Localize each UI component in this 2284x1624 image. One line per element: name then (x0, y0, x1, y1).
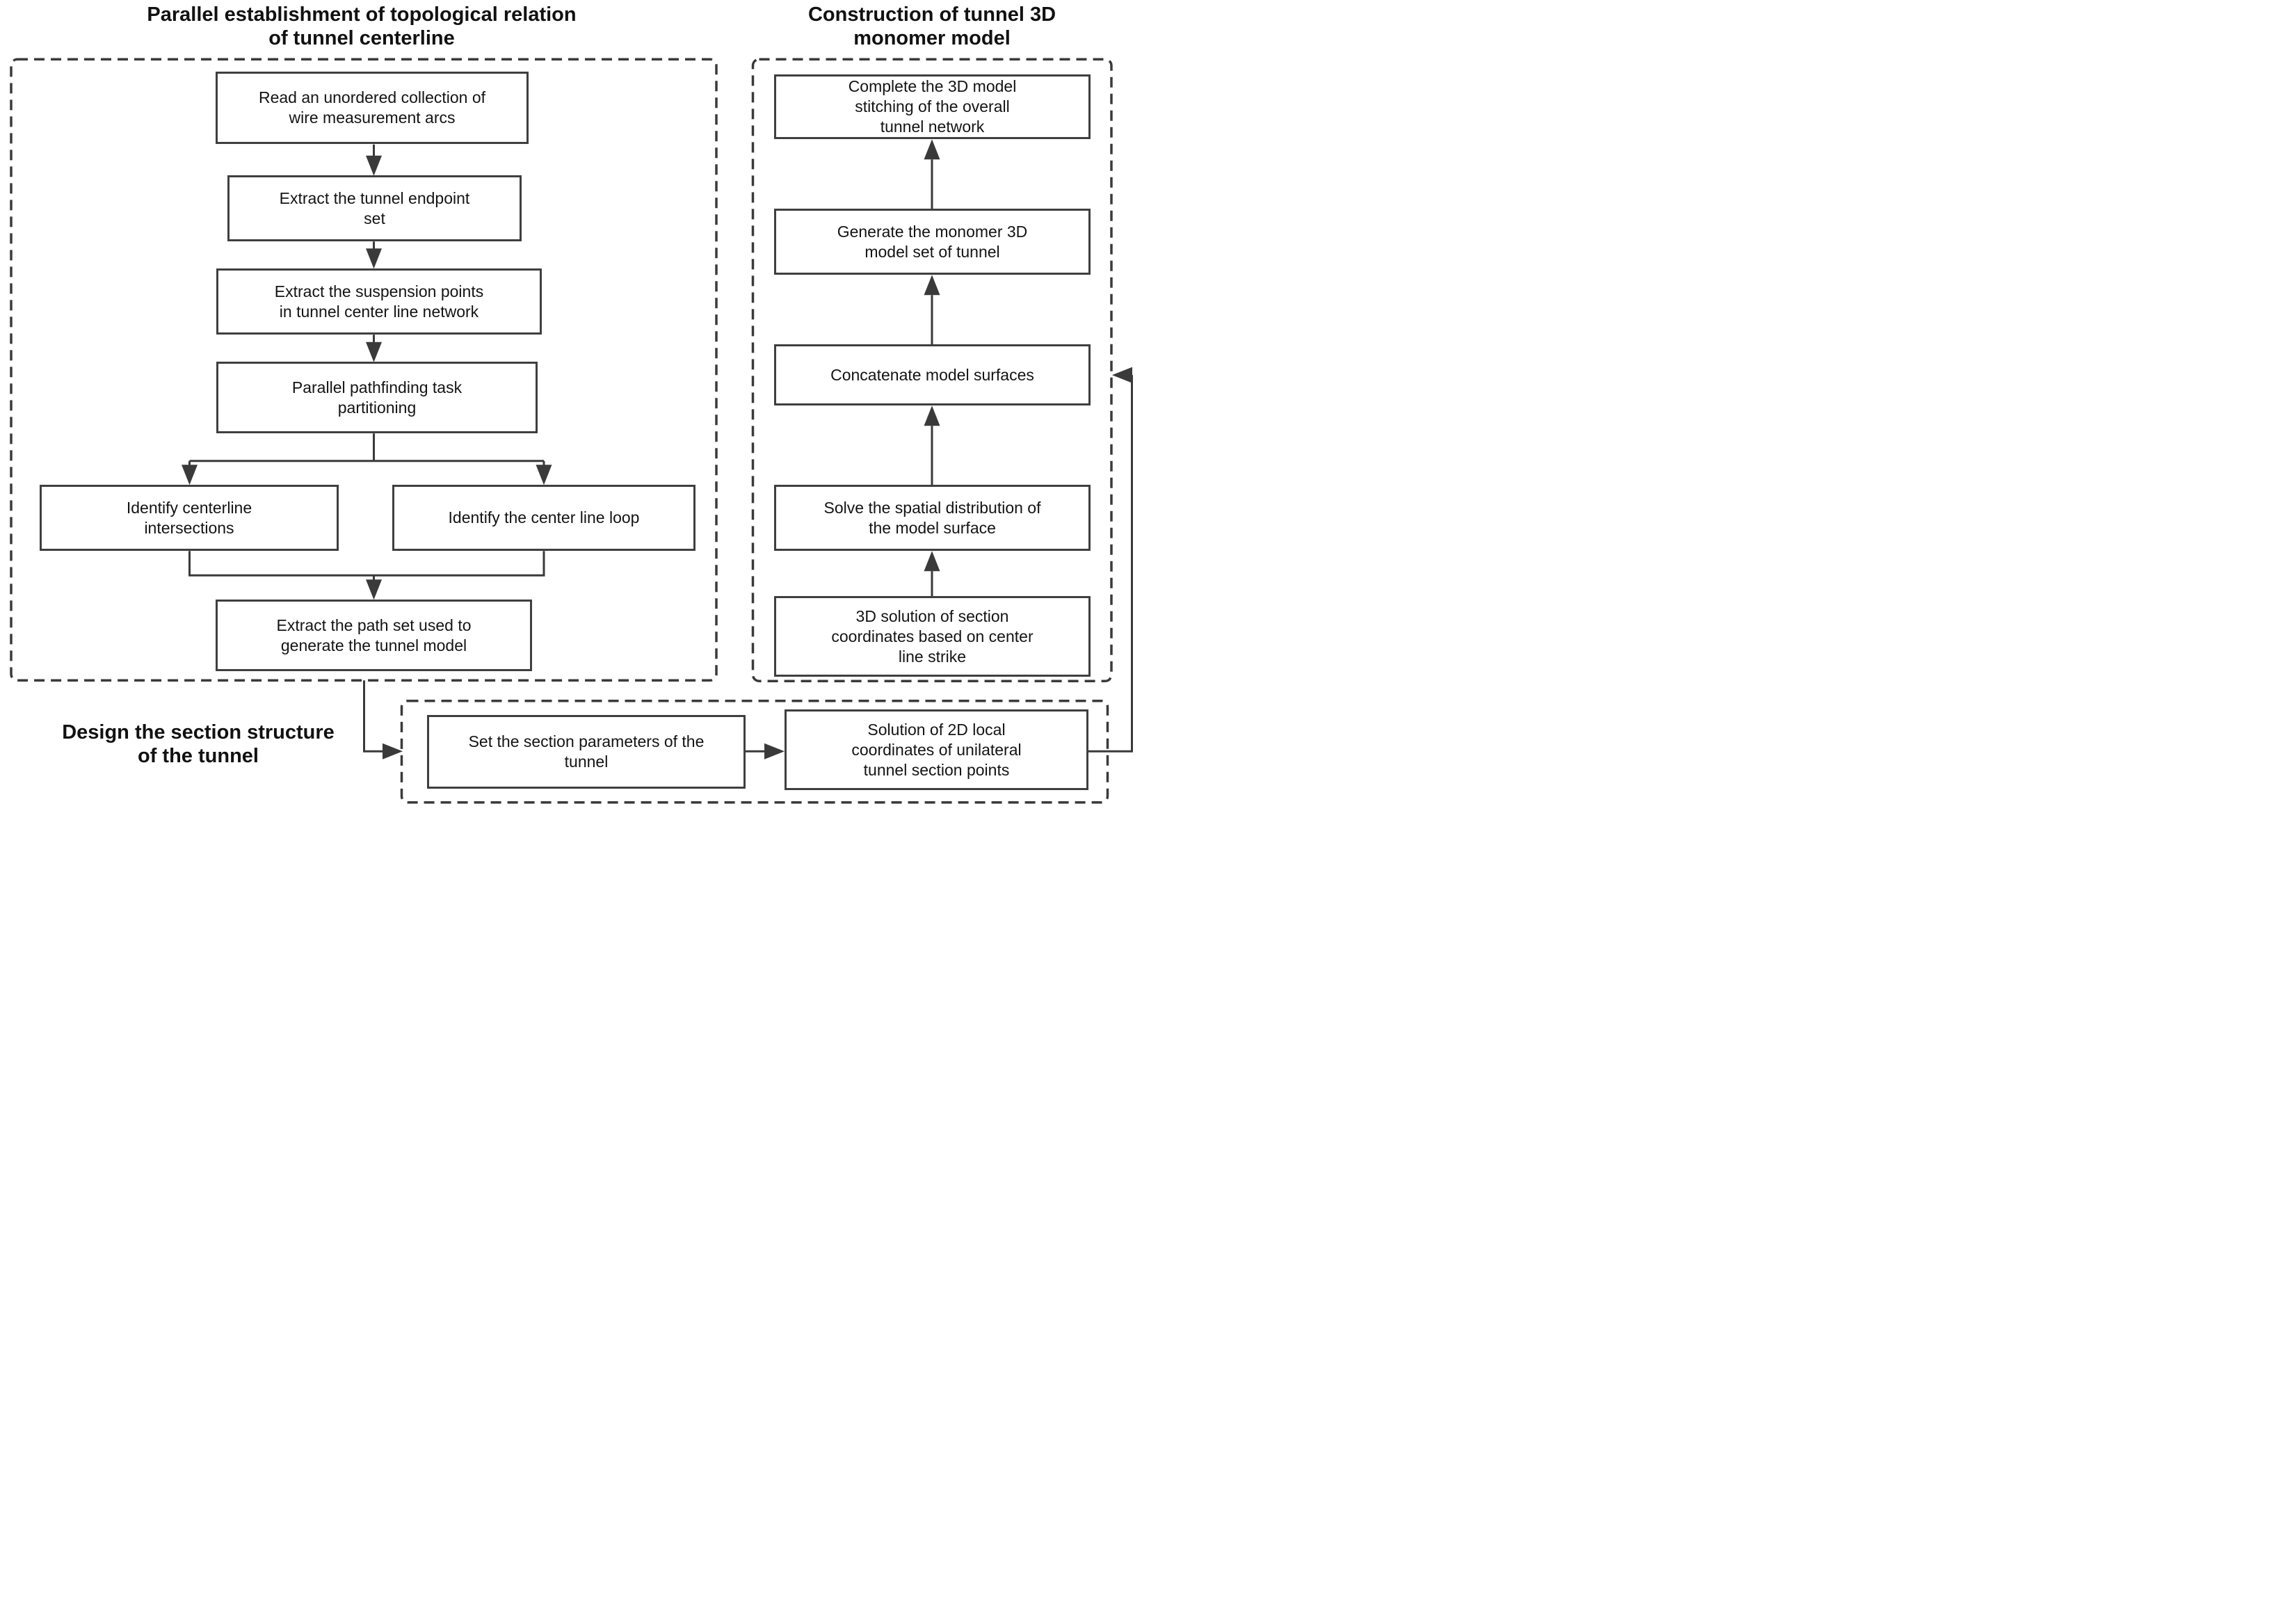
arrow-head-down-icon (182, 465, 198, 485)
box-parallel-task-partitioning: Parallel pathfinding task partitioning (216, 362, 538, 433)
box-label: Extract the tunnel endpoint set (279, 188, 470, 227)
box-label: Read an unordered collection of wire mea… (258, 88, 486, 127)
arrow-head-down-icon (366, 155, 382, 176)
arrow-head-right-icon (383, 743, 403, 759)
arrow-head-down-icon (366, 579, 382, 600)
title-line: of tunnel centerline (268, 27, 455, 49)
box-label: Complete the 3D model stitching of the o… (848, 77, 1017, 136)
arrow-head-up-icon (924, 275, 940, 296)
arrow-head-up-icon (924, 405, 940, 426)
title-line: monomer model (853, 27, 1011, 49)
box-label: Generate the monomer 3D model set of tun… (837, 222, 1028, 261)
arrow-concatenate-to-monomer (924, 275, 940, 345)
arrow-endpoint-to-suspension (366, 241, 382, 269)
arrow-read-to-endpoint (366, 144, 382, 176)
box-identify-centerline-intersections: Identify centerline intersections (40, 485, 339, 551)
box-extract-endpoint-set: Extract the tunnel endpoint set (227, 175, 522, 241)
connector-layer (10, 58, 1133, 804)
box-label: Solve the spatial distribution of the mo… (823, 498, 1041, 537)
elbow-shaft (363, 680, 383, 753)
box-label: Concatenate model surfaces (830, 365, 1034, 384)
arrow-head-left-icon (1112, 367, 1132, 383)
merge-branches-to-path-set (188, 551, 545, 600)
flowchart-canvas: Parallel establishment of topological re… (0, 0, 1142, 812)
box-label: Set the section parameters of the tunnel (468, 732, 705, 771)
construction-section-title: Construction of tunnel 3D monomer model (758, 3, 1106, 50)
loop-2d-solution-to-concatenate (1088, 367, 1133, 753)
box-read-unordered-arcs: Read an unordered collection of wire mea… (216, 72, 529, 144)
box-label: Identify centerline intersections (126, 498, 252, 537)
arrow-set-params-to-2d-solution (746, 743, 785, 759)
merge-lines (188, 551, 545, 581)
box-label: Parallel pathfinding task partitioning (291, 378, 463, 417)
container-construction-border (751, 58, 1113, 682)
box-label: Extract the suspension points in tunnel … (274, 282, 484, 321)
split-partitioning-branches (182, 433, 552, 485)
box-identify-center-line-loop: Identify the center line loop (392, 485, 695, 551)
arrow-head-right-icon (764, 743, 785, 759)
box-complete-3d-stitching: Complete the 3D model stitching of the o… (774, 74, 1091, 139)
title-line: Construction of tunnel 3D (807, 3, 1056, 26)
box-extract-suspension-points: Extract the suspension points in tunnel … (216, 268, 542, 335)
arrow-head-down-icon (366, 248, 382, 269)
arrow-head-down-icon (536, 465, 552, 485)
box-set-section-parameters: Set the section parameters of the tunnel (427, 715, 746, 789)
section-design-label: Design the section structure of the tunn… (28, 721, 369, 768)
box-label: 3D solution of section coordinates based… (831, 606, 1034, 666)
box-solve-spatial-distribution: Solve the spatial distribution of the mo… (774, 485, 1091, 551)
title-line: Parallel establishment of topological re… (147, 3, 577, 26)
split-lines (188, 433, 545, 467)
label-line: Design the section structure (62, 721, 335, 743)
container-topology-border (10, 58, 718, 682)
box-label: Extract the path set used to generate th… (276, 616, 472, 654)
arrow-monomer-to-stitching (924, 139, 940, 209)
arrow-head-up-icon (924, 139, 940, 160)
box-label: Solution of 2D local coordinates of unil… (851, 720, 1022, 779)
arrow-head-down-icon (366, 341, 382, 362)
box-generate-monomer-model-set: Generate the monomer 3D model set of tun… (774, 209, 1091, 275)
arrow-suspension-to-partitioning (366, 335, 382, 362)
label-line: of the tunnel (138, 745, 259, 767)
box-concatenate-model-surfaces: Concatenate model surfaces (774, 344, 1091, 405)
box-extract-path-set: Extract the path set used to generate th… (216, 600, 532, 671)
arrow-head-up-icon (924, 551, 940, 572)
topology-section-title: Parallel establishment of topological re… (132, 3, 591, 50)
arrow-topology-to-section-design (363, 680, 403, 759)
arrow-spatial-to-concatenate (924, 405, 940, 485)
box-label: Identify the center line loop (448, 508, 640, 526)
arrow-3d-solution-to-spatial (924, 551, 940, 597)
box-solution-2d-local-coordinates: Solution of 2D local coordinates of unil… (785, 709, 1088, 790)
box-3d-solution-section-coordinates: 3D solution of section coordinates based… (774, 596, 1091, 677)
